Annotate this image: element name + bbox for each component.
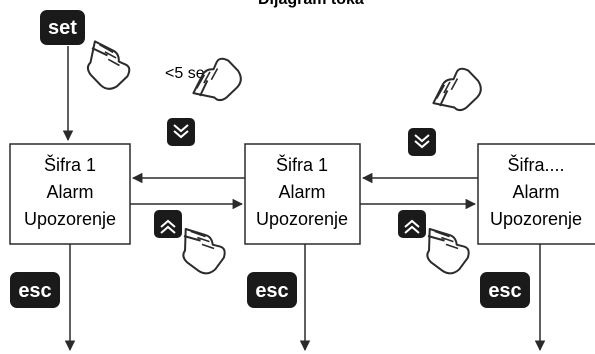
box2-warning: Upozorenje [256,209,348,229]
hand-pointer-icon [173,218,231,281]
box2-code: Šifra 1 [276,154,328,175]
esc-key-label: esc [18,280,51,302]
esc-key[interactable]: esc [10,272,60,308]
esc-key[interactable]: esc [247,272,297,308]
hand-pointer-icon [417,218,475,281]
set-key-label: set [48,17,77,39]
box1-warning: Upozorenje [24,209,116,229]
esc-key-label: esc [255,280,288,302]
state-box-3: Šifra.... Alarm Upozorenje [477,143,595,245]
box1-code: Šifra 1 [44,154,96,175]
esc-key-label: esc [488,280,521,302]
double-chevron-down-icon[interactable] [408,128,436,156]
set-key[interactable]: set [40,10,85,45]
state-box-2: Šifra 1 Alarm Upozorenje [244,143,361,245]
box1-alarm: Alarm [46,182,93,202]
box3-code: Šifra.... [507,154,564,175]
hand-pointer-icon [427,64,485,116]
hand-pointer-icon [82,35,134,93]
double-chevron-up-icon[interactable] [398,210,426,238]
box2-alarm: Alarm [278,182,325,202]
double-chevron-up-icon[interactable] [154,210,182,238]
box3-alarm: Alarm [512,182,559,202]
diagram-title: Dijagram toka [258,0,364,8]
state-box-1: Šifra 1 Alarm Upozorenje [9,143,131,245]
box3-warning: Upozorenje [490,209,582,229]
double-chevron-down-icon[interactable] [167,118,195,146]
esc-key[interactable]: esc [480,272,530,308]
